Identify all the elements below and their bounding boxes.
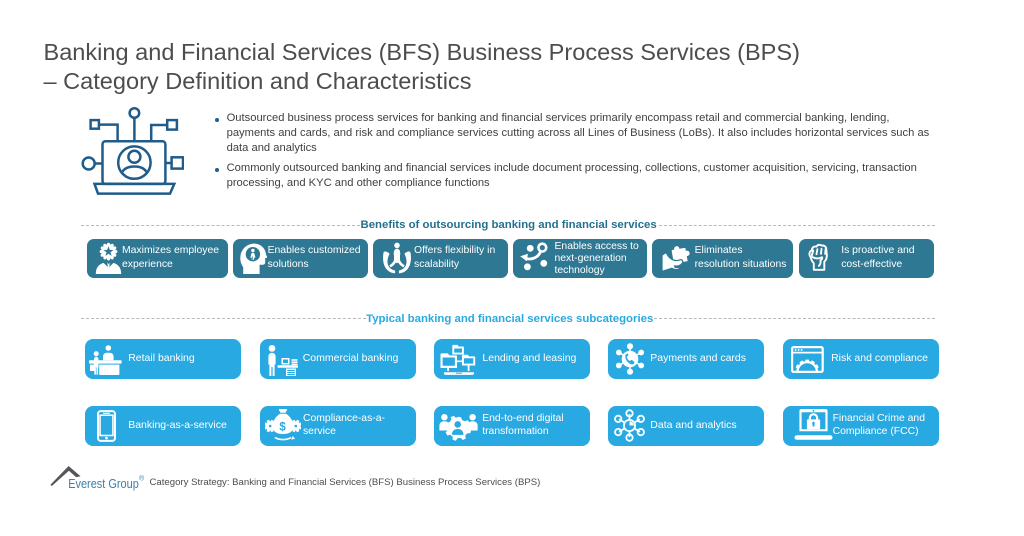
svg-text:Everest Group: Everest Group [68,476,139,491]
svg-text:®: ® [139,475,145,483]
svg-text:$: $ [279,422,286,434]
